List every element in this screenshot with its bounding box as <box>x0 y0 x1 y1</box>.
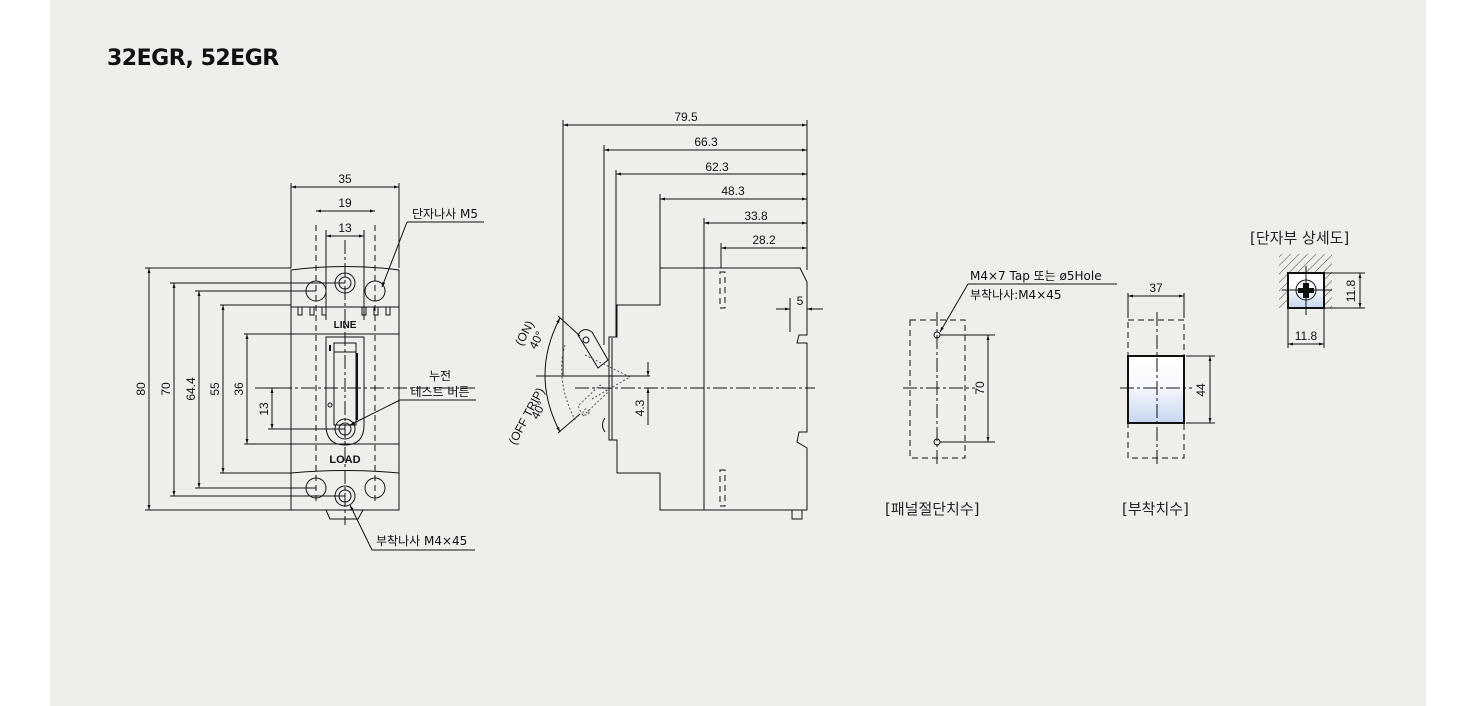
page-title: 32EGR, 52EGR <box>107 46 279 71</box>
dim-width-35: 35 <box>338 172 352 186</box>
front-view: LINE LOAD 35 19 13 <box>134 172 484 551</box>
cutout-note-2: 부착나사:M4×45 <box>970 288 1062 302</box>
dim-depth-62-3: 62.3 <box>705 160 729 174</box>
terminal-screw-label: 단자나사 M5 <box>412 207 478 221</box>
handle-off-icon <box>577 384 609 417</box>
panel-cutout-caption: [패널절단치수] <box>885 500 980 518</box>
dim-terminal-width: 11.8 <box>1295 329 1318 343</box>
dim-height-80: 80 <box>134 382 148 396</box>
dim-mount-width: 37 <box>1149 281 1163 295</box>
dim-handle-offset: 4.3 <box>633 399 647 416</box>
dim-depth-66-3: 66.3 <box>694 135 718 149</box>
dim-width-19: 19 <box>338 196 352 210</box>
content-panel <box>50 0 1426 706</box>
dim-height-64-4: 64.4 <box>184 377 198 401</box>
mounting-view: 37 44 [부착치수] <box>1120 281 1215 518</box>
dim-height-13: 13 <box>257 402 271 416</box>
dim-height-70: 70 <box>159 382 173 396</box>
dim-terminal-height: 11.8 <box>1344 279 1358 302</box>
dim-height-36: 36 <box>232 382 246 396</box>
dim-depth-48-3: 48.3 <box>721 184 745 198</box>
breaker-body-side <box>608 267 808 511</box>
dim-depth-28-2: 28.2 <box>752 233 776 247</box>
terminal-detail-caption: [단자부 상세도] <box>1250 229 1349 247</box>
breaker-body-front <box>290 266 400 511</box>
side-view: (ON) 40° (OFF TRIP) 40° 4.3 5 79.5 <box>506 110 823 520</box>
line-label: LINE <box>334 320 357 331</box>
dim-mount-height: 44 <box>1194 383 1208 397</box>
cutout-note-1: M4×7 Tap 또는 ø5Hole <box>970 269 1102 283</box>
terminal-detail-view: [단자부 상세도] 11.8 11.8 <box>1250 229 1365 348</box>
dim-width-13: 13 <box>338 221 352 235</box>
panel-cutout-view: 70 M4×7 Tap 또는 ø5Hole 부착나사:M4×45 [패널절단치수… <box>885 269 1117 518</box>
mounting-caption: [부착치수] <box>1122 500 1189 518</box>
test-button-label-2: 테스트 버튼 <box>410 385 469 399</box>
dim-depth-33-8: 33.8 <box>744 209 768 223</box>
dim-depth-79-5: 79.5 <box>674 110 698 124</box>
dim-height-55: 55 <box>208 382 222 396</box>
mount-screw-label: 부착나사 M4×45 <box>376 534 467 548</box>
handle-on-icon <box>577 329 609 369</box>
dim-cutout-70: 70 <box>973 381 987 395</box>
test-button-label-1: 누전 <box>429 369 451 383</box>
dim-rail: 5 <box>797 294 804 308</box>
